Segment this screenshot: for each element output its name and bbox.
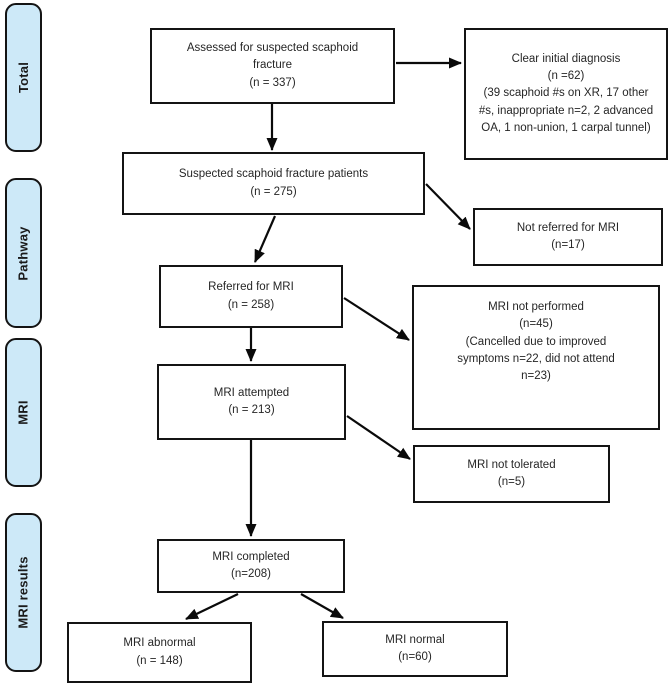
box-clear-diagnosis-label: Clear initial diagnosis — [511, 52, 621, 65]
box-referred: Referred for MRI (n = 258) — [159, 265, 343, 328]
box-mri-completed-label: MRI completed — [212, 550, 290, 563]
box-mri-normal-count: (n=60) — [398, 651, 432, 663]
box-mri-attempted-count: (n = 213) — [228, 404, 275, 416]
box-suspected: Suspected scaphoid fracture patients (n … — [122, 152, 425, 215]
box-mri-normal: MRI normal (n=60) — [322, 621, 508, 677]
box-clear-diagnosis-count: (n =62) — [547, 70, 585, 83]
box-mri-not-tolerated-count: (n=5) — [497, 476, 526, 488]
stage-label-total: Total — [5, 3, 42, 152]
box-mri-not-performed-count: (n=45) — [519, 318, 553, 331]
box-assessed-count: (n = 337) — [249, 76, 296, 89]
arrow-attempted-to-not-tolerated — [346, 415, 411, 460]
box-mri-attempted: MRI attempted (n = 213) — [157, 364, 346, 440]
box-mri-not-performed: MRI not performed (n=45) (Cancelled due … — [412, 285, 660, 430]
arrow-referred-to-not-performed — [343, 297, 410, 341]
box-mri-abnormal-label: MRI abnormal — [123, 637, 196, 650]
box-not-referred: Not referred for MRI (n=17) — [473, 208, 663, 266]
stage-label-mri-results: MRI results — [5, 513, 42, 672]
box-mri-not-performed-label: MRI not performed — [488, 301, 584, 313]
box-not-referred-count: (n=17) — [551, 239, 585, 251]
box-not-referred-label: Not referred for MRI — [516, 221, 620, 234]
box-mri-not-performed-detail: (Cancelled due to improved symptoms n=22… — [457, 335, 615, 383]
arrow-completed-to-normal — [300, 593, 344, 619]
box-mri-completed-count: (n=208) — [231, 568, 271, 580]
box-mri-not-tolerated: MRI not tolerated (n=5) — [413, 445, 610, 503]
box-referred-count: (n = 258) — [227, 298, 275, 311]
box-mri-attempted-label: MRI attempted — [213, 386, 290, 399]
box-assessed-label: Assessed for suspected scaphoid fracture — [186, 42, 359, 72]
arrow-suspected-to-referred — [253, 215, 277, 263]
box-assessed: Assessed for suspected scaphoid fracture… — [150, 28, 395, 104]
arrow-completed-to-abnormal — [185, 593, 239, 620]
box-mri-normal-label: MRI normal — [385, 633, 445, 646]
box-mri-abnormal: MRI abnormal (n = 148) — [67, 622, 252, 683]
box-clear-diagnosis: Clear initial diagnosis (n =62) (39 scap… — [464, 28, 668, 160]
box-suspected-label: Suspected scaphoid fracture patients — [178, 168, 369, 181]
stage-label-mri-text: MRI — [16, 400, 31, 425]
box-referred-label: Referred for MRI — [208, 281, 294, 294]
arrow-suspected-to-not-referred — [425, 183, 471, 230]
stage-label-total-text: Total — [16, 61, 31, 94]
box-clear-diagnosis-detail: (39 scaphoid #s on XR, 17 other #s, inap… — [478, 87, 654, 134]
stage-label-mri: MRI — [5, 338, 42, 487]
box-suspected-count: (n = 275) — [250, 185, 297, 198]
box-mri-completed: MRI completed (n=208) — [157, 539, 345, 593]
stage-label-pathway-text: Pathway — [16, 225, 31, 281]
box-mri-not-tolerated-label: MRI not tolerated — [467, 458, 556, 471]
box-mri-abnormal-count: (n = 148) — [136, 654, 183, 667]
stage-label-pathway: Pathway — [5, 178, 42, 328]
stage-label-mri-results-text: MRI results — [16, 556, 31, 629]
